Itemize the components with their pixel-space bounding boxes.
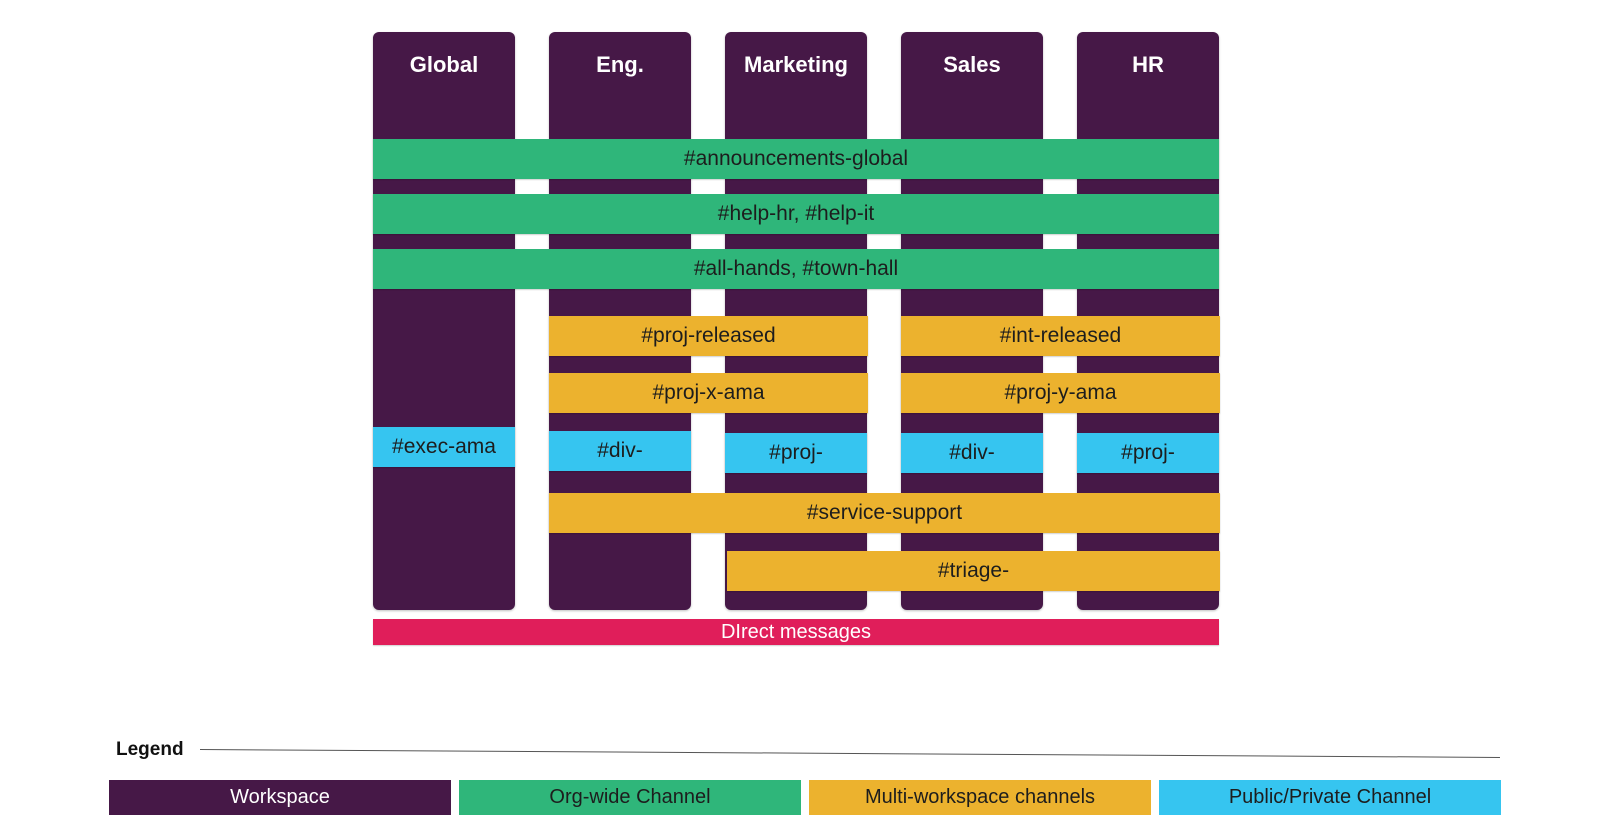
workspace-title: Sales xyxy=(943,52,1001,77)
channel-proj-hr: #proj- xyxy=(1077,433,1219,473)
legend-org-wide-channel: Org-wide Channel xyxy=(459,780,801,815)
workspace-title: Marketing xyxy=(744,52,848,77)
workspace-title: HR xyxy=(1132,52,1164,77)
channel-int-released: #int-released xyxy=(901,316,1220,356)
direct-messages-bar: DIrect messages xyxy=(373,619,1219,645)
channel-announcements-global: #announcements-global xyxy=(373,139,1219,179)
legend-title: Legend xyxy=(116,739,184,760)
channel-proj-released: #proj-released xyxy=(549,316,868,356)
legend-multi-workspace-channels: Multi-workspace channels xyxy=(809,780,1151,815)
channel-div-eng: #div- xyxy=(549,431,691,471)
channel-service-support: #service-support xyxy=(549,493,1220,533)
workspace-title: Eng. xyxy=(596,52,644,77)
workspace-title: Global xyxy=(409,52,479,77)
legend-workspace: Workspace xyxy=(109,780,451,815)
legend-divider xyxy=(199,749,1500,758)
channel-triage: #triage- xyxy=(727,551,1220,591)
channel-div-sales: #div- xyxy=(901,433,1043,473)
legend-public-private-channel: Public/Private Channel xyxy=(1159,780,1501,815)
channel-proj-marketing: #proj- xyxy=(725,433,867,473)
channel-all-hands: #all-hands, #town-hall xyxy=(373,249,1219,289)
channel-exec-ama: #exec-ama xyxy=(373,427,515,467)
channel-proj-y-ama: #proj-y-ama xyxy=(901,373,1220,413)
channel-proj-x-ama: #proj-x-ama xyxy=(549,373,868,413)
channel-help: #help-hr, #help-it xyxy=(373,194,1219,234)
workspace-column-global: Global xyxy=(373,32,515,610)
